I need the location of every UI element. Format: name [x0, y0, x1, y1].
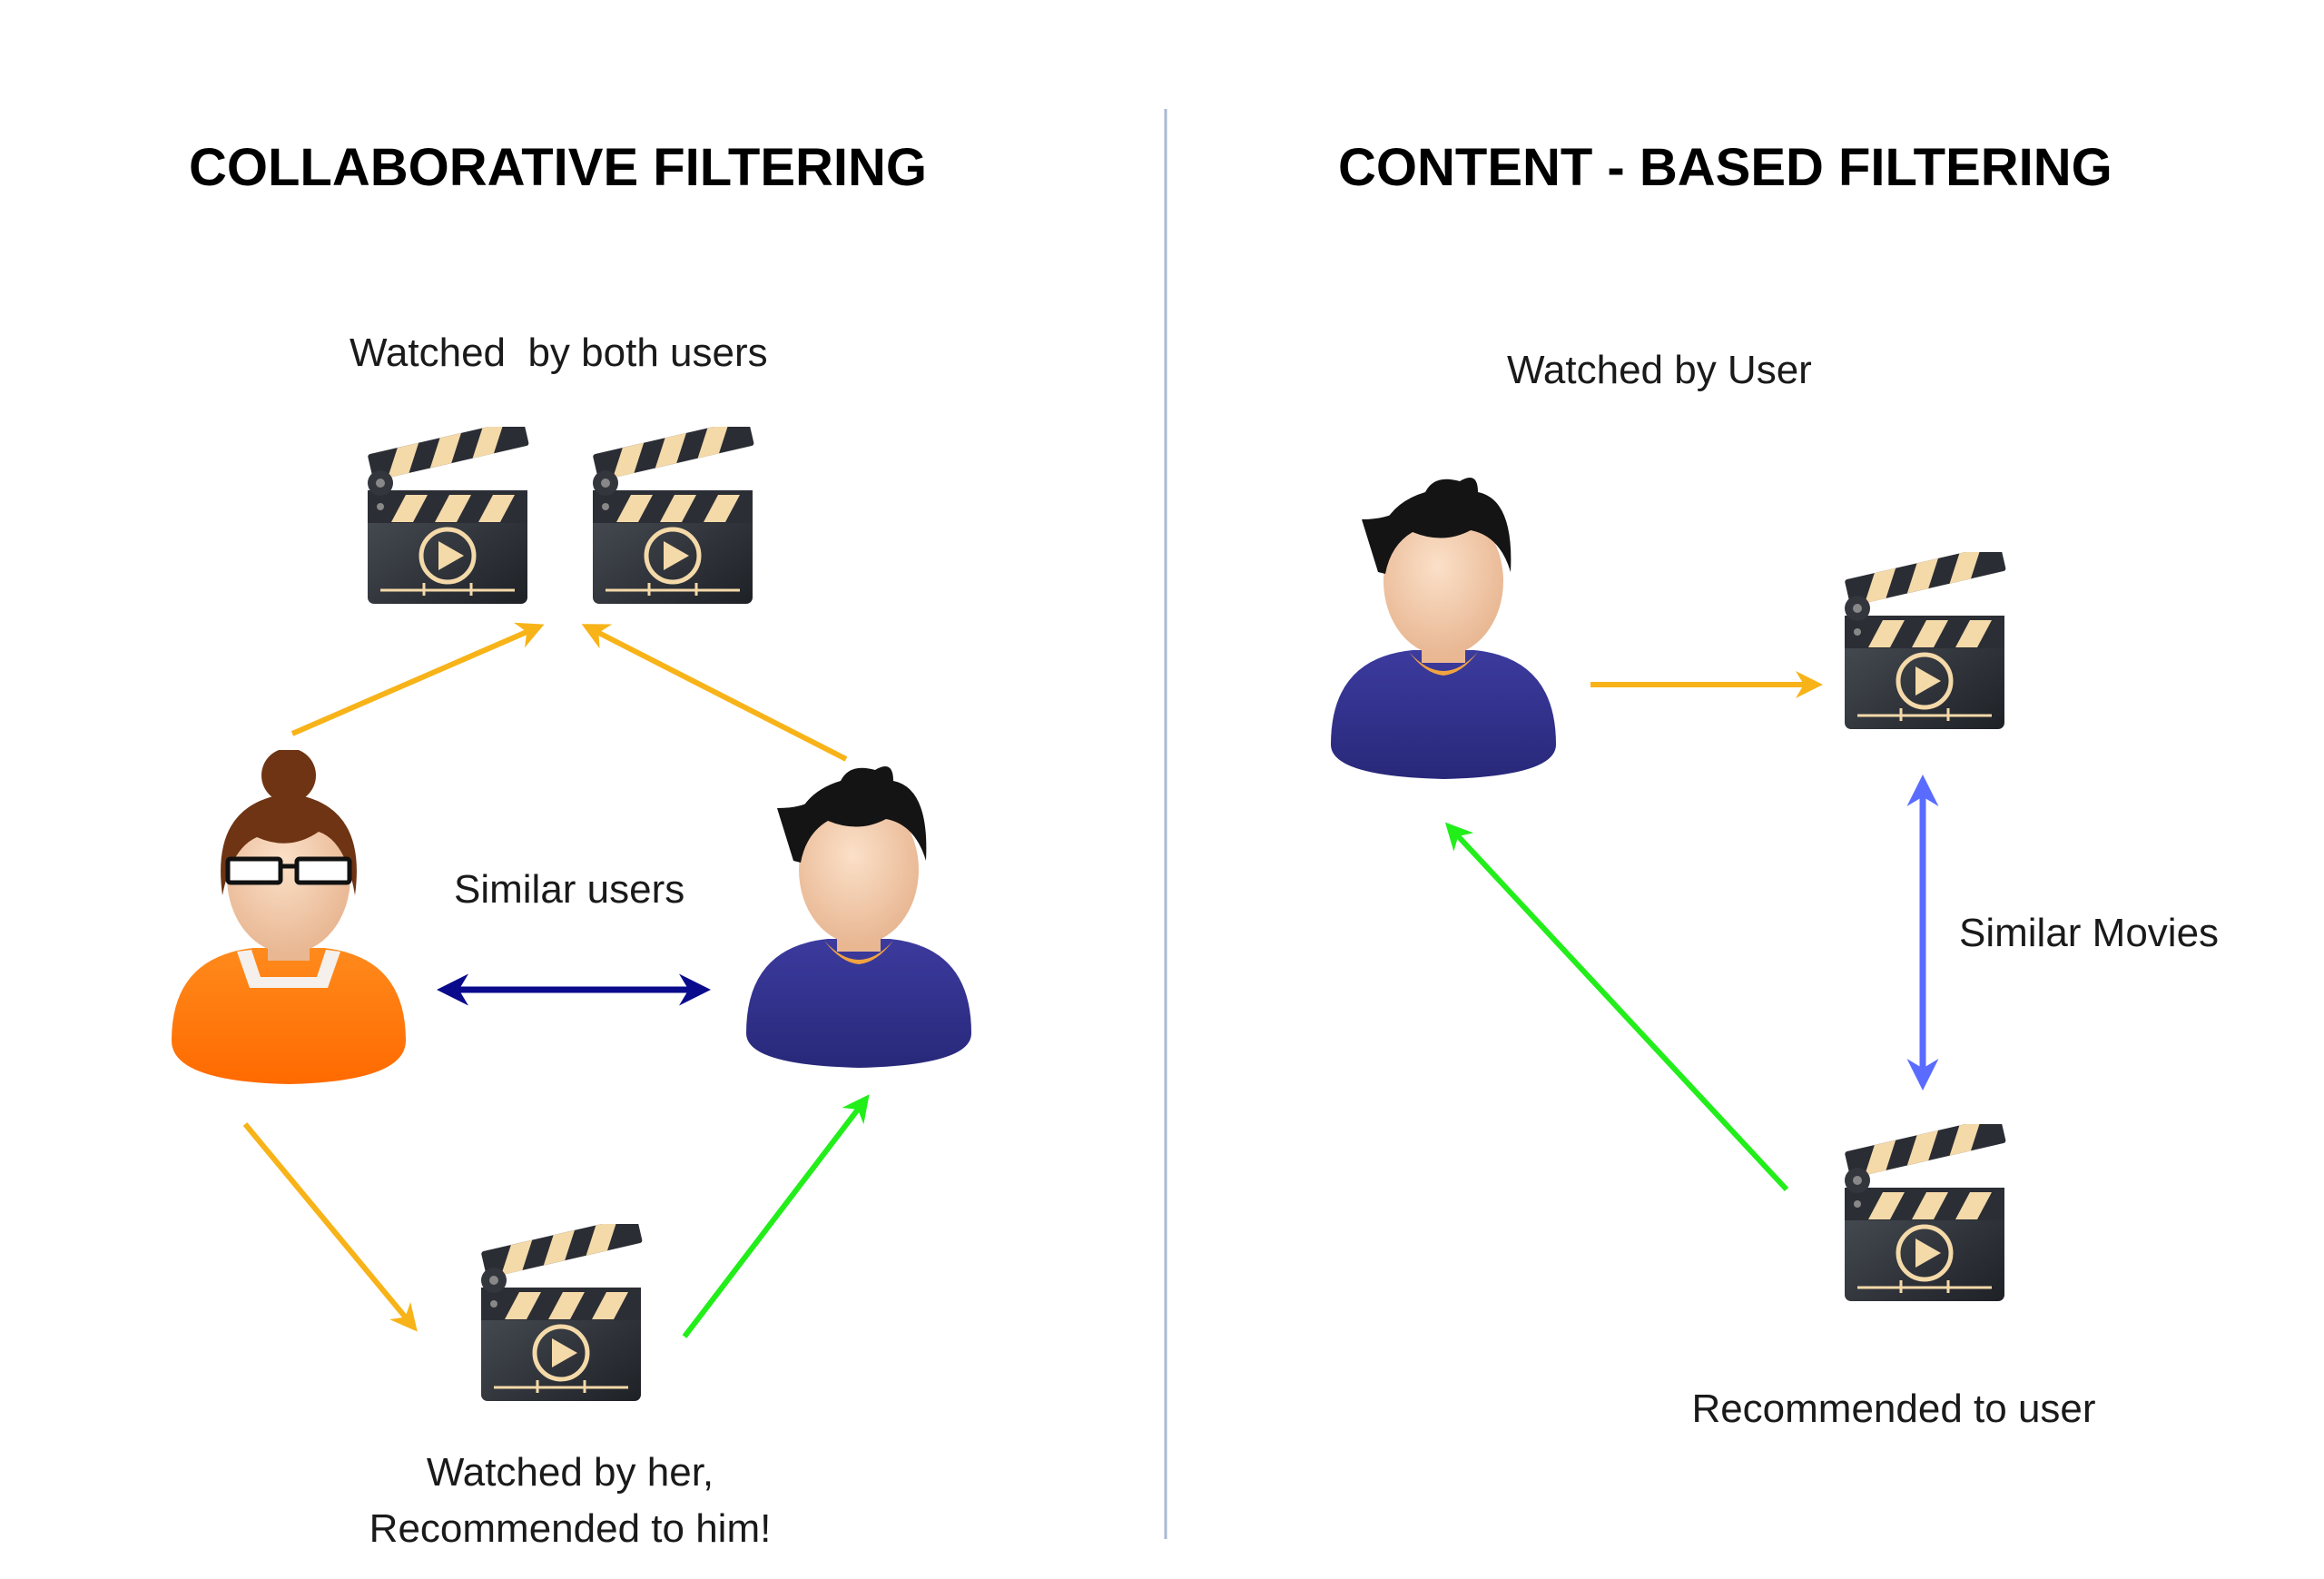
content-based-filtering-panel: CONTENT - BASED FILTERING Watched by Use…: [1331, 138, 2219, 1431]
watched-by-both-label: Watched by both users: [350, 331, 768, 375]
content-based-filtering-title: CONTENT - BASED FILTERING: [1338, 138, 2112, 197]
recommended-label-line2: Recommended to him!: [369, 1506, 772, 1551]
arrow-her-to-recommended: [242, 1122, 418, 1332]
male-user-icon: [746, 766, 971, 1068]
movie-clapper-icon: [1845, 1116, 2006, 1301]
movie-clapper-icon: [593, 419, 754, 604]
arrow-him-to-watched: [581, 624, 848, 762]
similar-users-label: Similar users: [454, 867, 684, 912]
female-user-icon: [172, 748, 406, 1084]
collaborative-filtering-panel: COLLABORATIVE FILTERING Watched by both …: [172, 138, 971, 1551]
arrow-recommended-to-user: [1444, 822, 1789, 1192]
movie-clapper-icon: [481, 1216, 643, 1401]
movie-clapper-icon: [368, 419, 529, 604]
watched-by-user-label: Watched by User: [1507, 348, 1812, 392]
recommended-label-line1: Watched by her,: [427, 1450, 714, 1495]
collaborative-filtering-title: COLLABORATIVE FILTERING: [189, 138, 927, 197]
arrow-recommended-to-him: [682, 1094, 870, 1338]
similar-movies-label: Similar Movies: [1959, 911, 2219, 955]
movie-clapper-icon: [1845, 544, 2006, 729]
arrow-her-to-watched: [290, 622, 545, 736]
recommended-to-user-label: Recommended to user: [1691, 1387, 2095, 1431]
male-user-icon: [1331, 478, 1556, 779]
